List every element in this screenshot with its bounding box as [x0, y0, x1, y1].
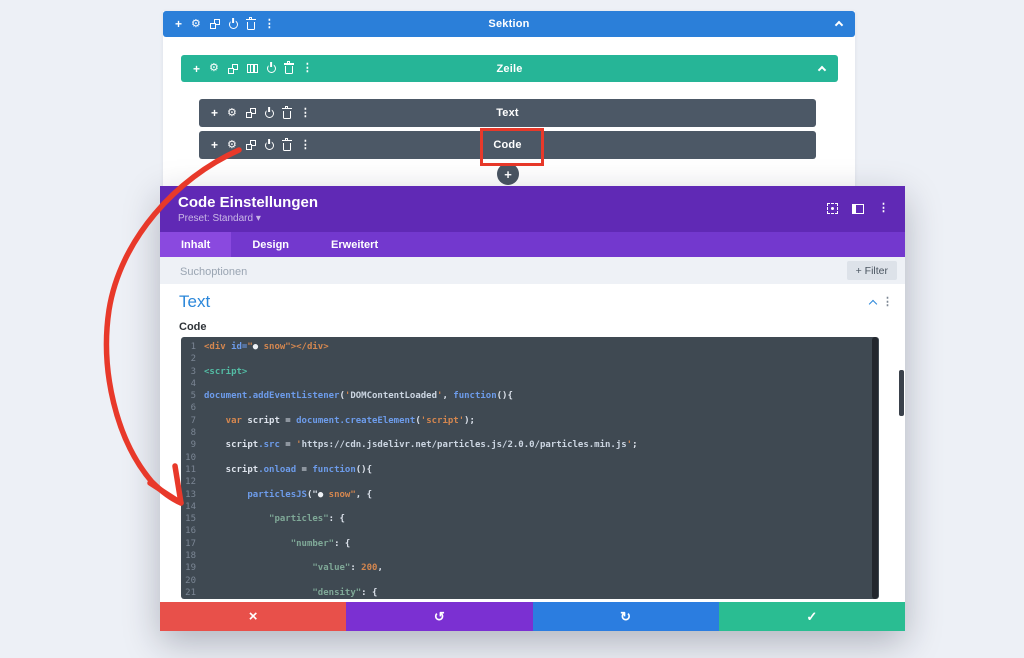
filter-button[interactable]: + Filter	[846, 261, 897, 280]
modal-title: Code Einstellungen	[178, 194, 319, 211]
preset-dropdown[interactable]: Preset: Standard ▾	[178, 213, 261, 224]
disable-power-icon[interactable]	[266, 64, 276, 73]
undo-icon: ↺	[433, 608, 445, 624]
code-line[interactable]: 8	[190, 428, 196, 439]
more-options-icon[interactable]: ⋮	[299, 138, 311, 151]
code-line[interactable]: 18	[185, 551, 196, 562]
trash-icon[interactable]	[281, 137, 292, 151]
code-line[interactable]: 14	[185, 501, 196, 512]
code-line[interactable]: 3<script>	[190, 366, 248, 377]
disable-power-icon[interactable]	[228, 19, 238, 29]
undo-button[interactable]: ↺	[346, 602, 533, 631]
modal-scrollbar[interactable]	[899, 370, 904, 416]
code-line[interactable]: 15"particles": {	[185, 514, 345, 525]
more-options-icon[interactable]: ⋮	[263, 17, 275, 30]
section-more-options-icon[interactable]: ⋮	[882, 296, 893, 308]
code-highlight-annotation	[480, 128, 544, 166]
tab-design[interactable]: Design	[252, 238, 290, 251]
expand-modal-icon[interactable]	[827, 203, 838, 214]
more-options-icon[interactable]: ⋮	[299, 106, 311, 119]
section-collapse-chevron-icon[interactable]	[868, 299, 878, 309]
code-line[interactable]: 1<div id="● snow"></div>	[190, 342, 329, 352]
settings-gear-icon[interactable]: ⚙	[191, 17, 201, 30]
tab-erweitert[interactable]: Erweitert	[331, 238, 379, 251]
section-label: Sektion	[488, 18, 530, 30]
tab-inhalt[interactable]: Inhalt	[160, 232, 232, 257]
settings-gear-icon[interactable]: ⚙	[227, 106, 237, 119]
trash-icon[interactable]	[245, 16, 256, 30]
apply-button[interactable]: ✓	[718, 602, 905, 631]
code-line[interactable]: 12	[185, 477, 196, 488]
modal-more-options-icon[interactable]: ⋮	[878, 202, 889, 214]
row-label: Zeile	[496, 62, 523, 75]
columns-icon[interactable]	[246, 64, 258, 73]
layout-panes-icon[interactable]	[852, 203, 864, 214]
code-line[interactable]: 4	[190, 378, 196, 389]
modal-header[interactable]: Code Einstellungen Preset: Standard ▾ ⋮	[160, 186, 905, 232]
code-line[interactable]: 16	[185, 526, 196, 537]
close-icon: ×	[248, 608, 258, 625]
code-settings-modal: Code Einstellungen Preset: Standard ▾ ⋮ …	[160, 186, 905, 631]
duplicate-icon[interactable]	[227, 63, 238, 74]
code-line[interactable]: 19"value": 200,	[185, 563, 383, 574]
redo-icon: ↻	[620, 608, 632, 624]
trash-icon[interactable]	[281, 105, 292, 119]
disable-power-icon[interactable]	[264, 108, 274, 118]
caret-down-icon: ▾	[255, 213, 261, 224]
code-line[interactable]: 17"number": {	[185, 538, 351, 549]
code-module-bar[interactable]: + ⚙ ⋮ Code	[199, 131, 816, 159]
disable-power-icon[interactable]	[264, 140, 274, 150]
preset-label: Preset: Standard	[178, 213, 254, 224]
editor-scrollbar[interactable]	[872, 337, 878, 599]
redo-button[interactable]: ↻	[532, 602, 719, 631]
code-line[interactable]: 2	[190, 354, 196, 365]
duplicate-icon[interactable]	[245, 108, 256, 118]
search-input[interactable]	[178, 257, 482, 286]
check-icon: ✓	[806, 608, 818, 624]
code-module-label: Code	[493, 139, 522, 151]
code-line[interactable]: 21"density": {	[185, 587, 378, 598]
duplicate-icon[interactable]	[245, 140, 256, 150]
settings-gear-icon[interactable]: ⚙	[227, 138, 237, 151]
code-line[interactable]: 10	[185, 452, 196, 463]
move-icon[interactable]: +	[175, 17, 183, 31]
search-options-bar: + Filter	[160, 257, 905, 286]
move-icon[interactable]: +	[193, 61, 201, 76]
modal-footer: × ↺ ↻ ✓	[160, 602, 905, 631]
duplicate-icon[interactable]	[209, 19, 220, 29]
settings-gear-icon[interactable]: ⚙	[209, 62, 219, 74]
move-icon[interactable]: +	[211, 106, 219, 120]
row-bar[interactable]: + ⚙ ⋮ Zeile	[181, 55, 838, 82]
settings-tabs: Inhalt Design Erweitert	[160, 232, 905, 257]
code-line[interactable]: 20	[185, 575, 196, 586]
more-options-icon[interactable]: ⋮	[301, 62, 313, 74]
text-module-label: Text	[496, 107, 519, 119]
section-bar[interactable]: + ⚙ ⋮ Sektion	[163, 11, 855, 37]
code-line[interactable]: 6	[190, 403, 196, 414]
trash-icon[interactable]	[283, 61, 294, 74]
code-field-label: Code	[179, 321, 207, 333]
move-icon[interactable]: +	[211, 138, 219, 152]
text-module-bar[interactable]: + ⚙ ⋮ Text	[199, 99, 816, 127]
add-module-button[interactable]: +	[497, 163, 519, 185]
text-section-heading[interactable]: Text	[179, 292, 211, 311]
discard-button[interactable]: ×	[160, 602, 347, 631]
